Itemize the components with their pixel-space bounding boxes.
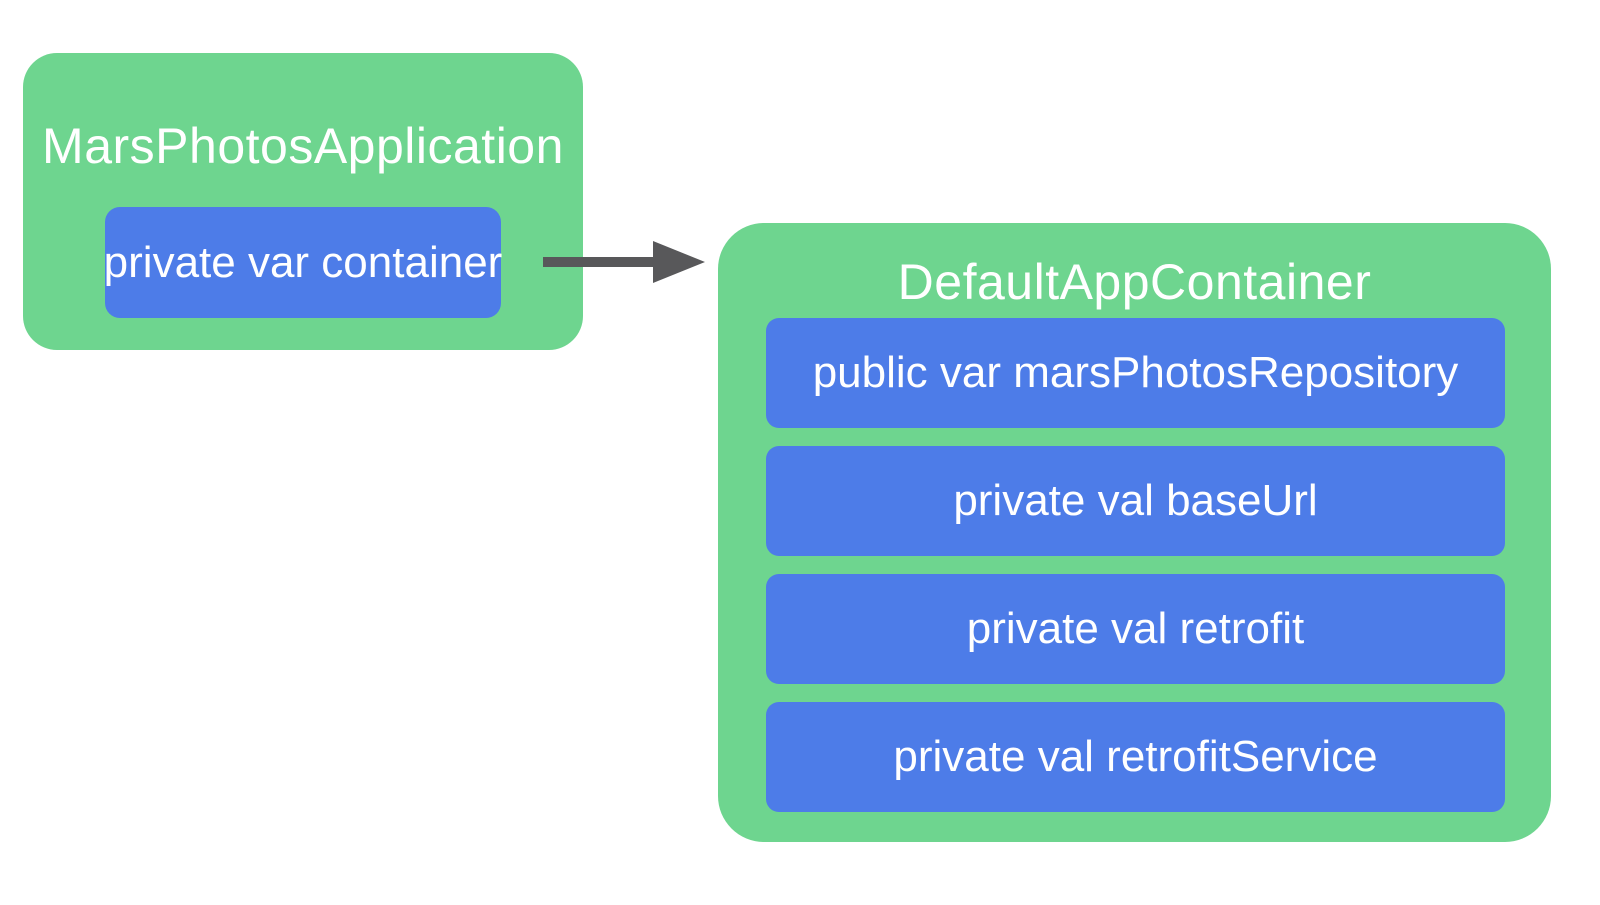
field-private-val-retrofitservice: private val retrofitService bbox=[766, 702, 1505, 812]
container-fields-list: public var marsPhotosRepository private … bbox=[766, 318, 1505, 812]
container-class-box: DefaultAppContainer public var marsPhoto… bbox=[718, 223, 1551, 842]
application-class-title: MarsPhotosApplication bbox=[42, 118, 564, 174]
field-private-var-container: private var container bbox=[104, 207, 502, 318]
container-class-title: DefaultAppContainer bbox=[897, 254, 1372, 310]
field-public-var-marsphotosrepository: public var marsPhotosRepository bbox=[766, 318, 1505, 428]
application-class-box: MarsPhotosApplication private var contai… bbox=[23, 53, 583, 350]
arrow-shaft bbox=[543, 257, 657, 267]
field-private-val-baseurl: private val baseUrl bbox=[766, 446, 1505, 556]
arrow-head bbox=[653, 241, 705, 283]
dependency-arrow-icon bbox=[543, 241, 705, 283]
field-private-val-retrofit: private val retrofit bbox=[766, 574, 1505, 684]
